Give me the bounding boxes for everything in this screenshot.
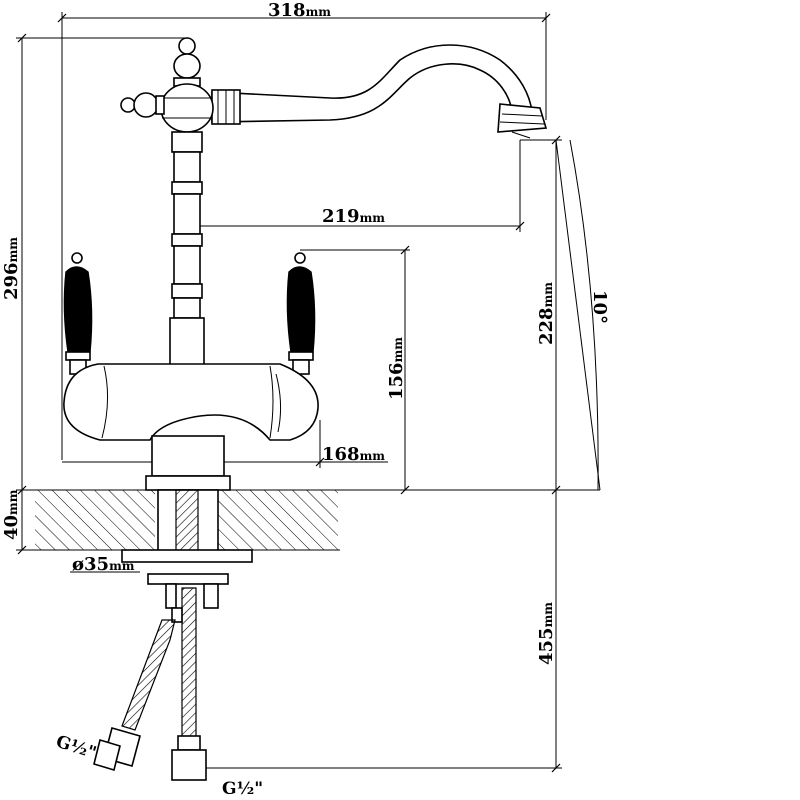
right-connector [171,735,207,781]
left-connector [93,727,141,772]
dim-spout-angle: 10° [589,290,610,324]
dim-handle-height: 156mm [386,337,407,400]
dim-body-width: 168mm [322,444,385,465]
spout [211,44,548,139]
mounting-shank [121,489,253,623]
dim-spout-height: 228mm [536,282,557,345]
dim-overall-width: 318mm [268,0,331,21]
dimension-ticks [17,13,561,773]
mixer-body [63,363,319,491]
dimension-lines [16,12,601,769]
hoses [121,587,197,739]
dim-hole-diameter: ø35mm [72,554,135,575]
connection-label-left: G½" [53,732,98,764]
dim-overall-height: 296mm [1,237,22,300]
right-handle [286,252,316,375]
left-handle [63,252,93,375]
dim-deck-thickness: 40mm [1,489,22,540]
connection-label-right: G½" [222,779,263,799]
countertop-section [35,489,340,551]
dim-spout-reach: 219mm [322,206,385,227]
central-column [120,37,214,367]
dim-hose-length: 455mm [536,602,557,665]
